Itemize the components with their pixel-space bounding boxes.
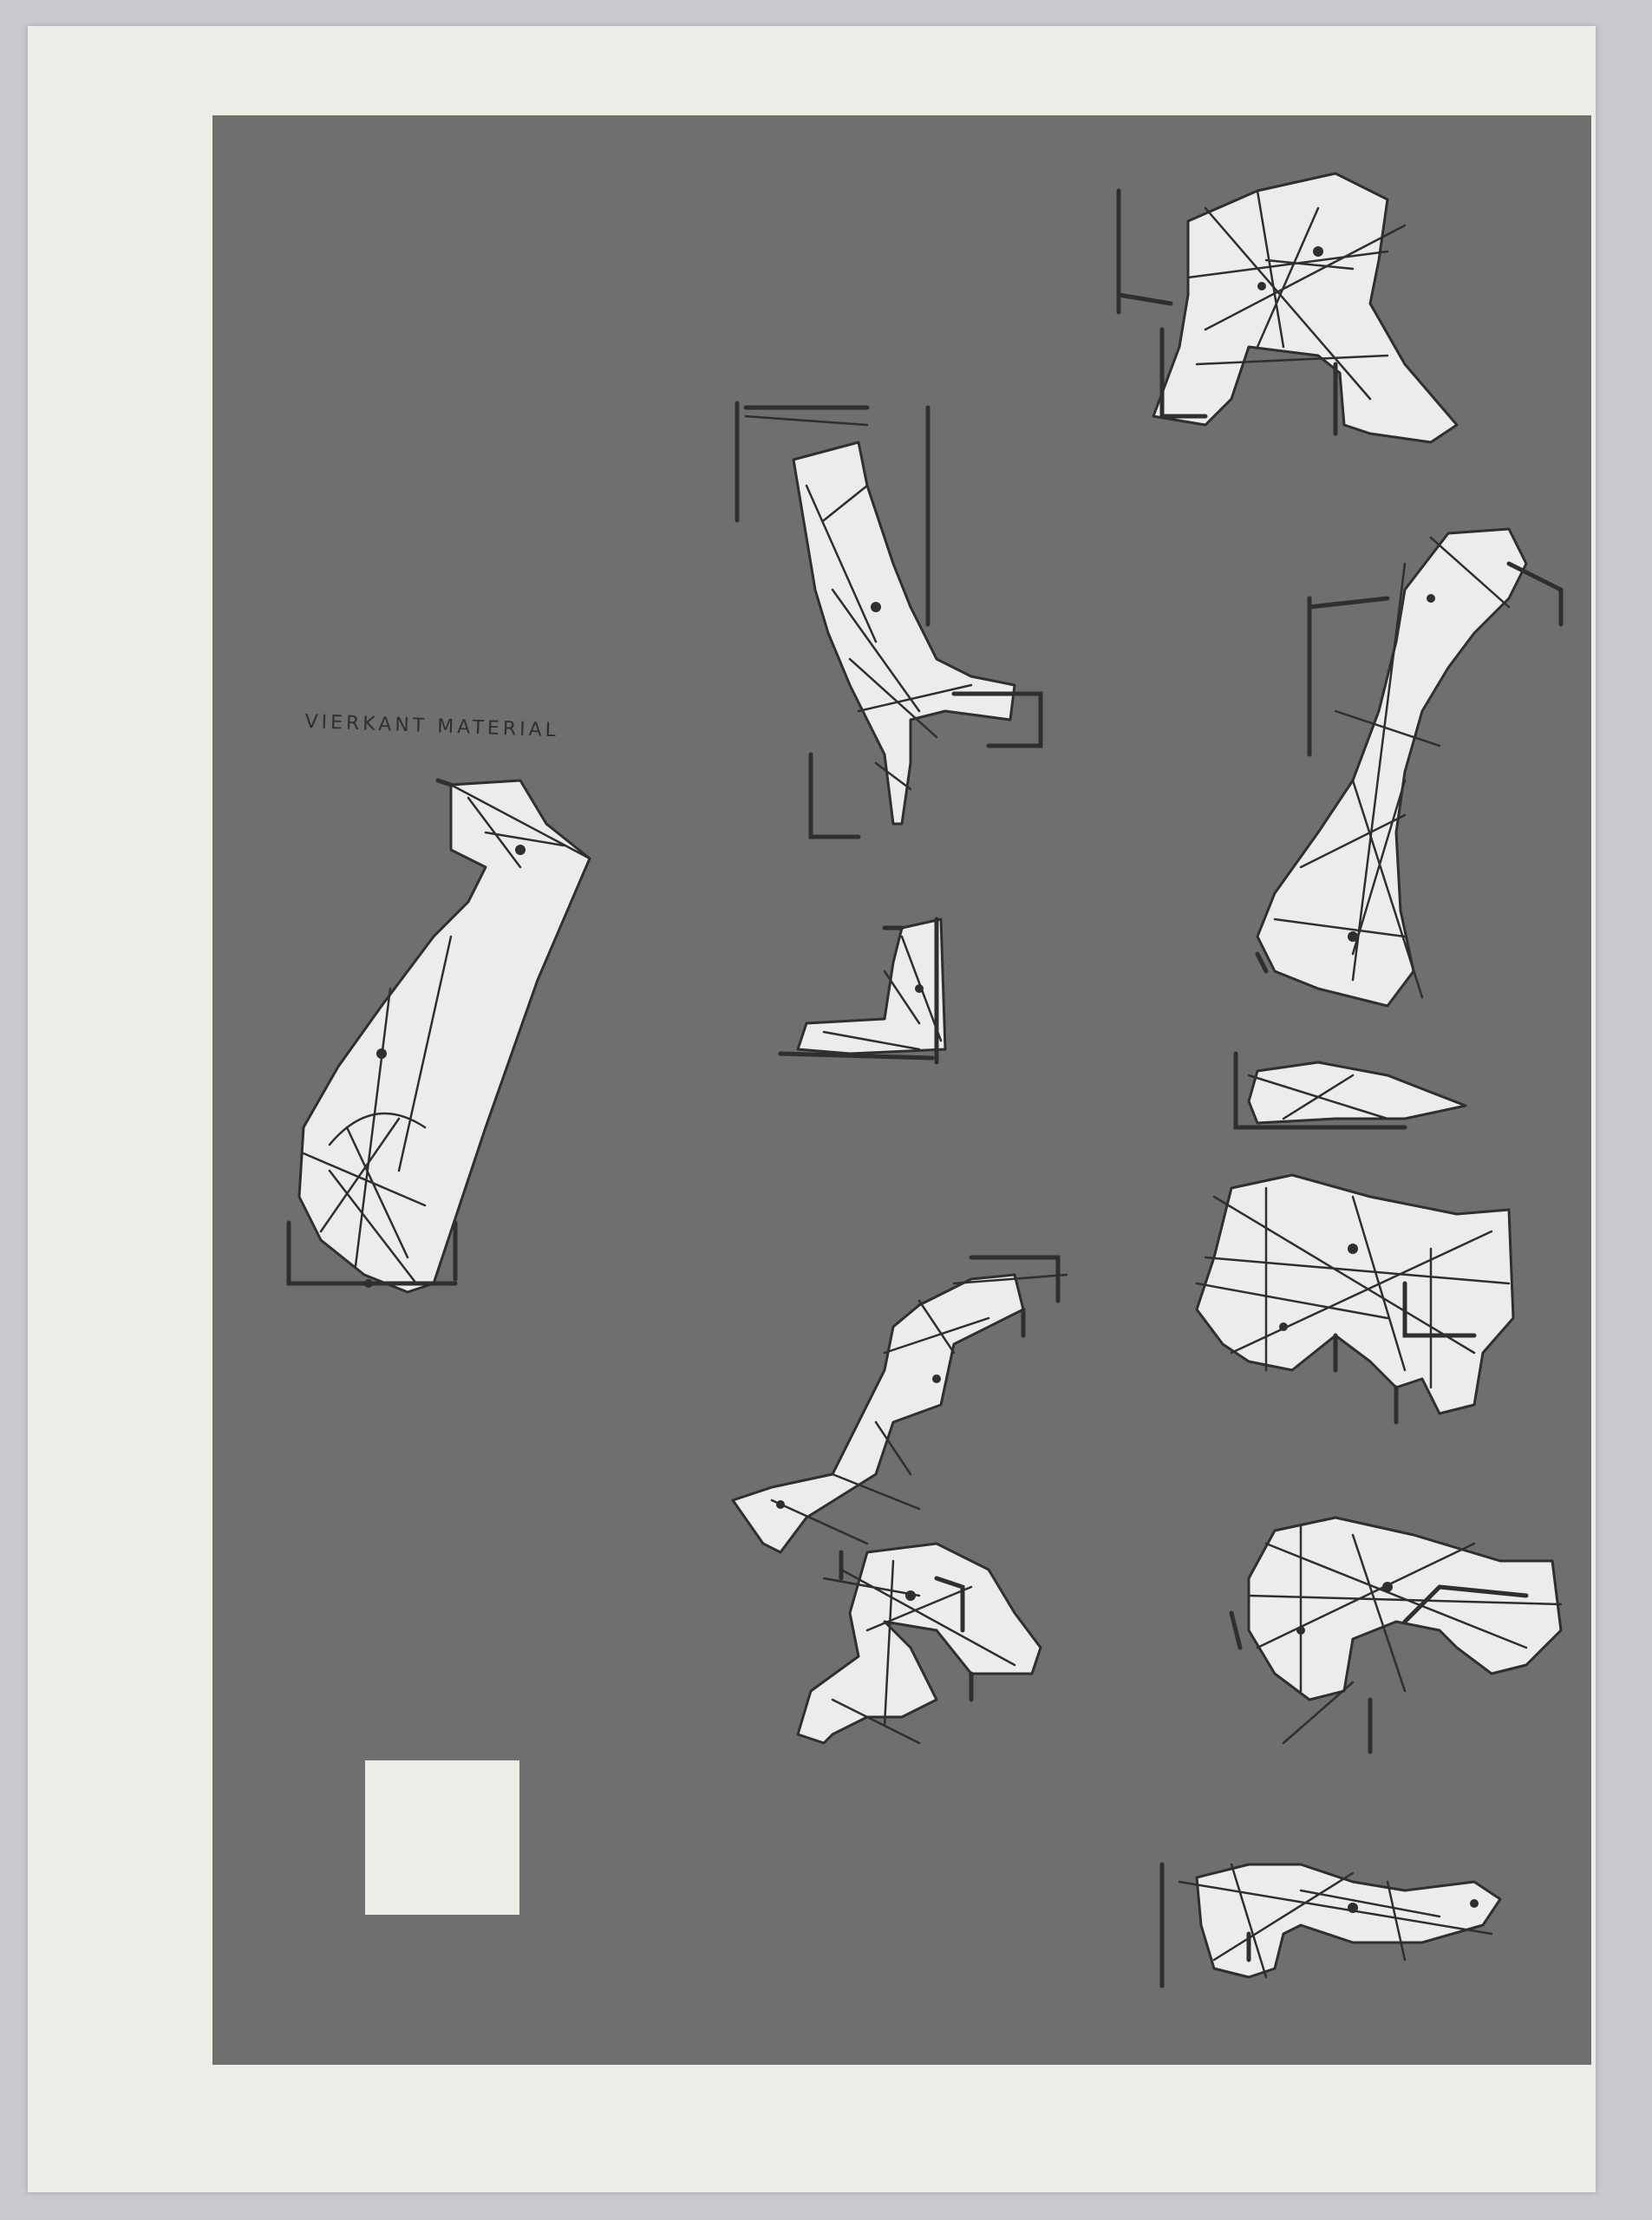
- shape-small-wedge-right: [1233, 1051, 1467, 1130]
- white-square: [365, 1760, 519, 1915]
- shape-tall-right: [1255, 527, 1564, 1008]
- shape-small-l: [778, 917, 947, 1065]
- shape-large-left: [286, 778, 591, 1294]
- shape-u-lower-center: [796, 1542, 1042, 1745]
- shape-top-right: [1116, 172, 1459, 444]
- shape-step-lower-center: [731, 1255, 1068, 1554]
- shape-u-right: [1229, 1516, 1563, 1754]
- shape-block-right: [1195, 1173, 1515, 1425]
- shape-top-center: [735, 401, 1043, 839]
- shape-bottom-right: [1159, 1862, 1502, 1988]
